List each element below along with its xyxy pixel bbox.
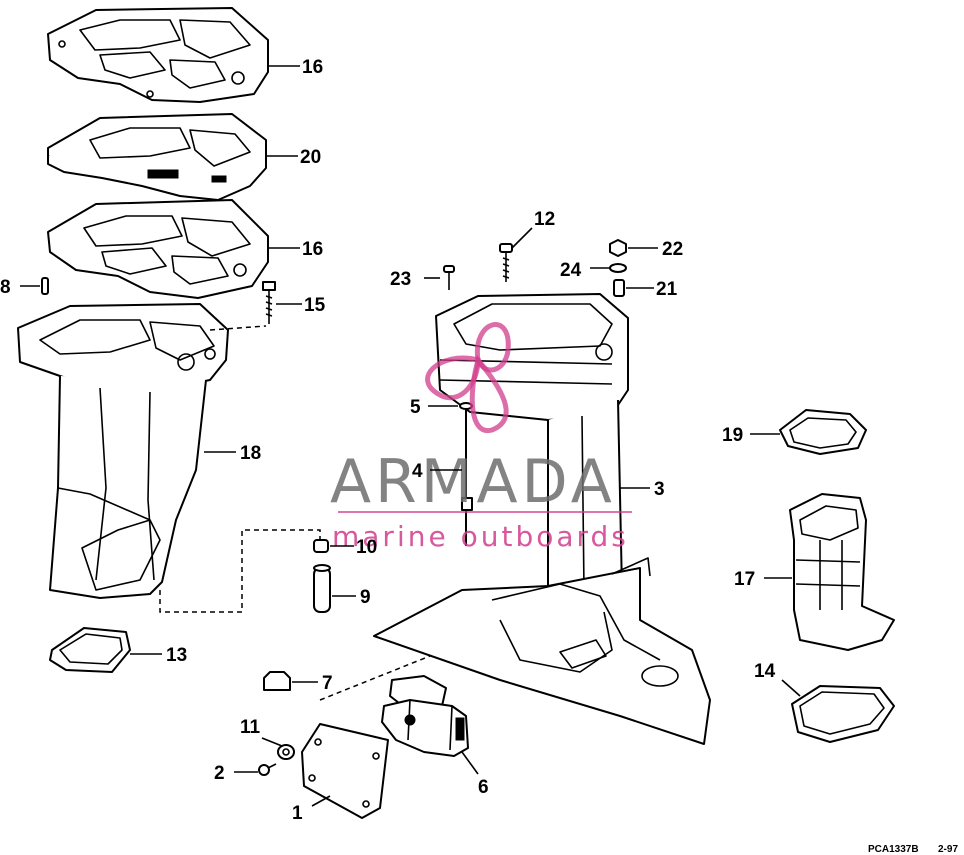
gasket-middle (47, 199, 269, 299)
plug-7 (263, 671, 291, 691)
grommet-and-tube (313, 539, 331, 613)
callout-3: 3 (654, 479, 665, 500)
footer: PCA1337B 2-97 (868, 844, 958, 855)
callout-6: 6 (478, 777, 489, 798)
exhaust-seal-17 (789, 493, 895, 651)
bolt-4 (461, 410, 473, 511)
callout-13: 13 (166, 645, 187, 666)
callout-17: 17 (734, 569, 755, 590)
callout-16-middle: 16 (302, 239, 323, 260)
seal-14 (791, 685, 895, 743)
callout-21: 21 (656, 279, 678, 300)
callout-22: 22 (662, 239, 683, 260)
armada-logo-icon (425, 322, 511, 434)
watermark-tagline: marine outboards (332, 520, 629, 553)
footer-code: PCA1337B (868, 844, 919, 855)
adapter-plate (47, 113, 267, 201)
callout-8: 8 (0, 277, 11, 298)
watermark-brand: ARMADA (330, 447, 616, 517)
callout-2: 2 (214, 763, 225, 784)
washer-and-screw (258, 744, 295, 776)
callout-9: 9 (360, 587, 371, 608)
gasket-top (47, 7, 269, 103)
callout-labels: 16 20 16 8 15 18 12 22 23 24 21 5 4 3 19… (0, 57, 776, 824)
callout-20: 20 (300, 147, 321, 168)
mount-6 (381, 675, 469, 757)
callout-12: 12 (534, 209, 555, 230)
callout-4: 4 (412, 461, 423, 482)
footer-date: 2-97 (938, 844, 958, 855)
callout-7: 7 (322, 673, 333, 694)
drive-shaft-housing-left (17, 303, 229, 599)
callout-16-top: 16 (302, 57, 323, 78)
watermark: ARMADA marine outboards (330, 322, 632, 553)
callout-11: 11 (240, 717, 261, 738)
screw-15 (262, 281, 276, 324)
dowel-pin (41, 277, 49, 295)
callout-19: 19 (722, 425, 743, 446)
callout-24: 24 (560, 260, 582, 281)
callout-15: 15 (304, 295, 326, 316)
callout-10: 10 (356, 537, 377, 558)
fasteners-top (443, 239, 627, 297)
callout-1: 1 (292, 803, 303, 824)
callout-14: 14 (754, 661, 776, 682)
callout-18: 18 (240, 443, 261, 464)
alignment-lines (159, 325, 471, 701)
main-housing-3 (373, 293, 711, 745)
callout-5: 5 (410, 397, 421, 418)
seal-19 (779, 409, 867, 455)
seal-13 (49, 627, 131, 673)
leader-lines (20, 65, 801, 807)
callout-23: 23 (390, 269, 411, 290)
cover-plate-1 (301, 723, 389, 819)
